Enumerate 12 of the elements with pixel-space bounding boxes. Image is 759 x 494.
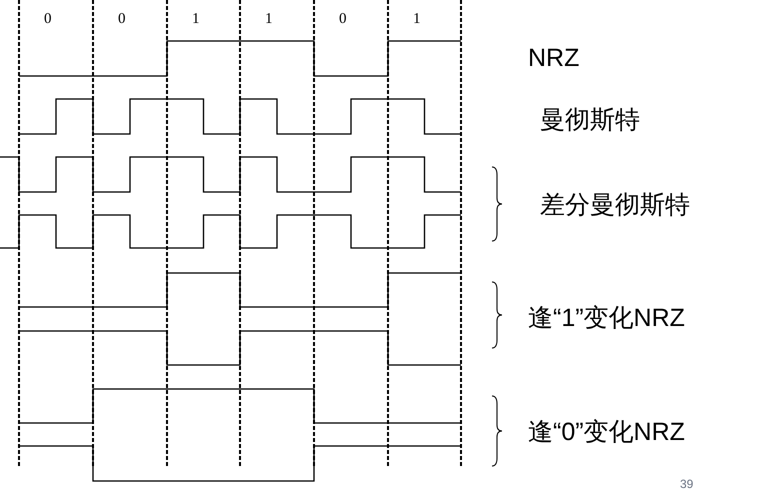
- bit-value: 1: [192, 12, 200, 27]
- encoding-name: 逢“0”变化NRZ: [528, 420, 685, 445]
- bit-value: 1: [413, 12, 420, 27]
- encoding-name: 差分曼彻斯特: [540, 193, 690, 218]
- encoding-name: 曼彻斯特: [540, 108, 640, 133]
- bit-value: 0: [44, 12, 52, 27]
- encoding-name: 逢“1”变化NRZ: [528, 306, 685, 331]
- encoding-name: NRZ: [528, 46, 580, 71]
- bit-value: 0: [339, 12, 346, 27]
- bit-value: 0: [118, 12, 126, 27]
- page-number: 39: [680, 478, 694, 490]
- bit-value: 1: [265, 12, 272, 27]
